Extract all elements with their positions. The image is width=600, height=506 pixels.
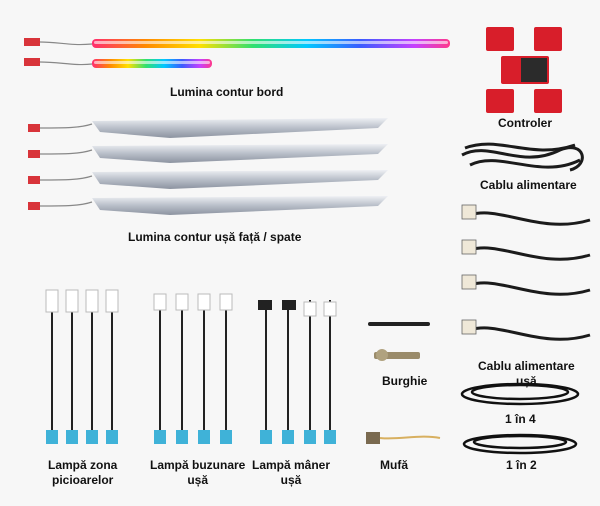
footwell-lamp-label-line1: Lampă zona	[48, 458, 118, 472]
controller-label: Controler	[498, 116, 552, 130]
door-power-cable-label: Cablu alimentare ușă	[478, 359, 575, 389]
power-cable-label: Cablu alimentare	[480, 178, 577, 192]
pocket-lamp-label-line1: Lampă buzunare	[150, 458, 246, 472]
door-power-cable-label-line1: Cablu alimentare	[478, 359, 575, 373]
dashboard-label: Lumina contur bord	[170, 85, 284, 99]
door-label: Lumina contur ușă față / spate	[128, 230, 302, 244]
door-power-cables	[469, 211, 591, 341]
connector-label: Mufă	[380, 458, 408, 472]
one-in-four-label: 1 în 4	[505, 412, 536, 426]
handle-lamp-label-line1: Lampă mâner	[252, 458, 331, 472]
dashboard-strips	[24, 38, 450, 68]
lamp-sets	[45, 289, 337, 444]
pocket-lamp-label-line2: ușă	[187, 473, 209, 487]
controller-boxes	[486, 27, 562, 113]
pocket-lamp-label: Lampă buzunare ușă	[150, 458, 245, 488]
door-strips	[28, 118, 388, 215]
footwell-lamp-label: Lampă zona picioarelor	[48, 458, 117, 488]
footwell-lamp-label-line2: picioarelor	[52, 473, 114, 487]
connector-part	[366, 432, 441, 444]
handle-lamp-label-line2: ușă	[280, 473, 302, 487]
door-power-cable-label-line2: ușă	[516, 374, 537, 388]
power-cable-harness	[461, 142, 584, 172]
one-in-two-label: 1 în 2	[506, 458, 537, 472]
splitter-cables	[460, 382, 580, 455]
drill-label: Burghie	[382, 374, 428, 388]
drill-bits	[368, 322, 430, 361]
handle-lamp-label: Lampă mâner ușă	[252, 458, 330, 488]
